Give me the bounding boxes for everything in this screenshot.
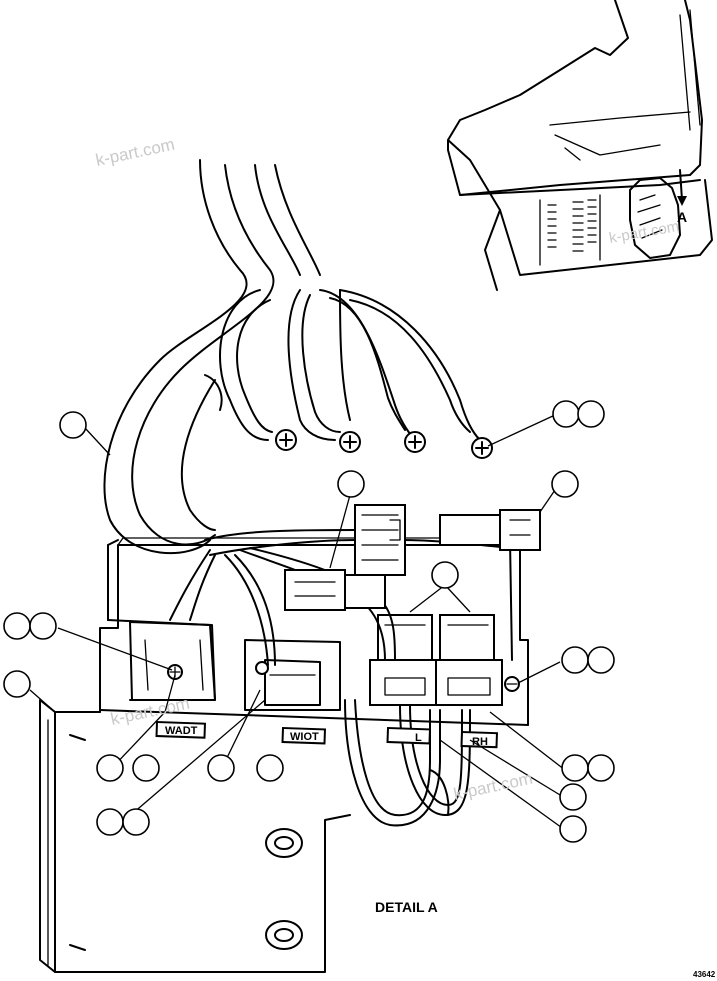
- watermark-top-left: k-part.com: [94, 135, 176, 170]
- ring-terminal-1: [275, 429, 297, 451]
- detail-a-marker: A: [677, 209, 687, 225]
- wire-harness-main: [103, 159, 321, 555]
- callout-balloon: [561, 754, 589, 782]
- rh-label: RH: [472, 736, 488, 748]
- callout-balloon: [559, 783, 587, 811]
- figure-number: 43642: [693, 970, 716, 979]
- bracket-bolt-hole-upper: [265, 828, 303, 858]
- callout-balloon: [3, 670, 31, 698]
- bracket-bolt-hole-lower: [265, 920, 303, 950]
- callout-balloon: [587, 646, 615, 674]
- right-relay-screw: [504, 676, 520, 692]
- connector-plug-right: [439, 509, 541, 551]
- callout-balloon: [337, 470, 365, 498]
- inset-vent-slots: [547, 199, 597, 252]
- detail-a-arrow: [679, 169, 683, 201]
- callout-balloon: [207, 754, 235, 782]
- callout-balloon: [96, 754, 124, 782]
- connector-plug-lower: [284, 569, 386, 611]
- ring-terminal-4: [471, 437, 493, 459]
- wadt-label: WADT: [165, 725, 198, 737]
- connector-tags: WADT WIOT L RH: [155, 720, 499, 749]
- callout-leaders: [29, 414, 566, 831]
- callout-balloon: [96, 808, 124, 836]
- relay-lh: [369, 614, 439, 706]
- callout-balloon: [561, 646, 589, 674]
- callout-balloon: [551, 470, 579, 498]
- callout-balloon: [59, 411, 87, 439]
- callout-balloon: [587, 754, 615, 782]
- ground-leads: [219, 289, 481, 441]
- callout-balloon: [431, 561, 459, 589]
- callout-balloon: [122, 808, 150, 836]
- lh-label: L: [415, 732, 422, 744]
- detail-a-circle: [629, 177, 681, 259]
- ring-terminal-2: [339, 431, 361, 453]
- wiot-label: WIOT: [290, 731, 319, 743]
- left-relay-block: [129, 621, 216, 701]
- relay-connector-wires: [344, 699, 471, 827]
- connector-plug-upper: [354, 504, 406, 576]
- callout-balloon: [29, 612, 57, 640]
- ring-terminal-3: [404, 431, 426, 453]
- center-relay-block: [244, 639, 341, 711]
- callout-balloon: [552, 400, 580, 428]
- detail-title: DETAIL A: [375, 899, 438, 915]
- mounting-plate: [39, 537, 529, 973]
- callout-balloon: [559, 815, 587, 843]
- callout-balloon: [577, 400, 605, 428]
- relay-rh: [435, 614, 503, 706]
- callout-balloon: [3, 612, 31, 640]
- inset-view: A k-part.com: [447, 0, 713, 291]
- callout-balloon: [256, 754, 284, 782]
- watermark-inset: k-part.com: [608, 218, 681, 247]
- callout-balloon: [132, 754, 160, 782]
- callout-balloons: [3, 400, 615, 843]
